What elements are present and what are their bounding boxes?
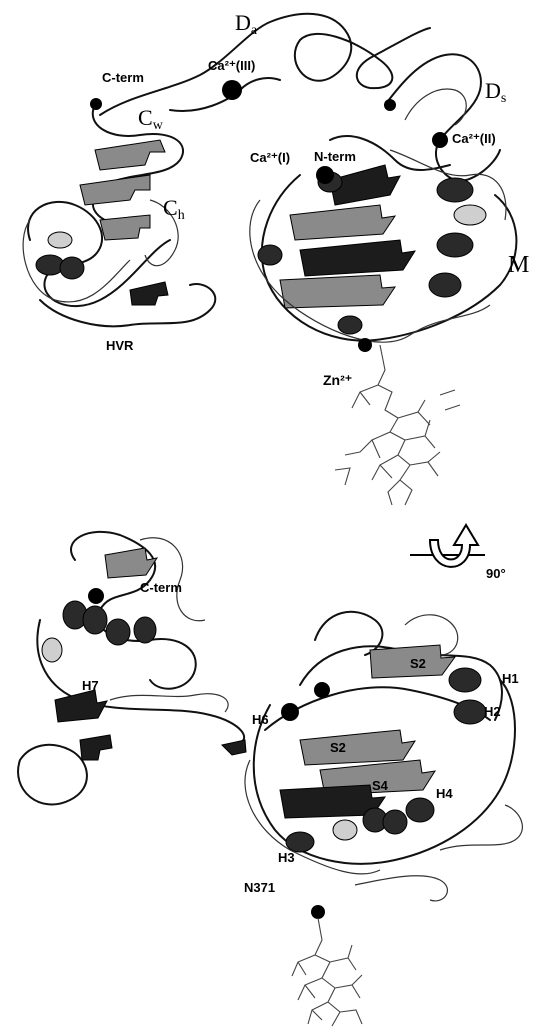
m-helix-6 <box>258 245 282 265</box>
ca2-ion <box>432 132 448 148</box>
m-helix-3 <box>454 205 486 225</box>
bc-sheet-low <box>80 735 112 760</box>
bc-ribbon-3 <box>18 745 87 805</box>
ch-sheet-2 <box>100 215 150 240</box>
bm-helix-h1 <box>449 668 481 692</box>
bottom-panel: C-term H7 H6 H1 H2 H4 S2 S2 S4 H3 N371 <box>18 532 522 1026</box>
label-ca1: Ca²⁺(I) <box>250 150 290 165</box>
label-s4: S4 <box>372 778 389 793</box>
m-helix-7 <box>338 316 362 334</box>
bc-helix-4 <box>134 617 156 643</box>
bm-helix-h4 <box>406 798 434 822</box>
c-terminal-domain <box>23 105 215 326</box>
label-ch: Ch <box>163 195 185 223</box>
label-m: M <box>508 252 529 278</box>
da-loop <box>100 14 430 115</box>
cw-sheet <box>95 140 165 170</box>
ch-sheet <box>130 282 168 305</box>
bc-helix-3 <box>106 619 130 645</box>
label-c-term-bottom: C-term <box>140 580 182 595</box>
label-cw: Cw <box>138 105 164 133</box>
label-h1: H1 <box>502 671 519 686</box>
bottom-ion-1 <box>281 703 299 721</box>
m-helix-5 <box>429 273 461 297</box>
label-h7: H7 <box>82 678 99 693</box>
bm-thin-3 <box>355 876 447 901</box>
m-helix-2 <box>437 178 473 202</box>
bc-helix-2 <box>83 606 107 634</box>
bottom-c-terminal-domain <box>18 532 244 805</box>
ds-ball <box>384 99 396 111</box>
bm-helix-mid-3 <box>333 820 357 840</box>
zn-ion <box>358 338 372 352</box>
bottom-ion-3 <box>88 588 104 604</box>
label-s2: S2 <box>330 740 346 755</box>
bc-sheet-h7 <box>55 690 107 722</box>
ca1-ion <box>316 166 334 184</box>
bm-sheet-s2 <box>300 730 415 765</box>
label-n-term-top: N-term <box>314 149 356 164</box>
bottom-ion-2 <box>314 682 330 698</box>
bm-small-sheet <box>222 740 246 755</box>
m-sheet-4 <box>280 275 395 308</box>
rotation-arc <box>430 525 478 567</box>
ch-helix-3 <box>48 232 72 248</box>
bc-helix-5 <box>42 638 62 662</box>
ds-loop <box>385 54 500 181</box>
label-ca2: Ca²⁺(II) <box>452 131 496 146</box>
label-h3: H3 <box>278 850 295 865</box>
bottom-ion-4 <box>311 905 325 919</box>
ca3-ion <box>222 80 242 100</box>
label-zn: Zn²⁺ <box>323 372 352 388</box>
label-s3: S2 <box>410 656 426 671</box>
top-panel: Da Ds Ca²⁺(III) Ca²⁺(II) Ca²⁺(I) C-term … <box>23 10 529 505</box>
label-c-term-top: C-term <box>102 70 144 85</box>
label-da: Da <box>235 10 258 38</box>
c-term-ball <box>90 98 102 110</box>
label-ca3: Ca²⁺(III) <box>208 58 255 73</box>
bm-helix-h3 <box>286 832 314 852</box>
ch-helix-1 <box>36 255 64 275</box>
bm-thin-2 <box>440 805 522 850</box>
label-h4: H4 <box>436 786 453 801</box>
rotation-label: 90° <box>486 566 506 581</box>
m-helix-4 <box>437 233 473 257</box>
ds-loop-2 <box>405 89 466 125</box>
label-hvr: HVR <box>106 338 134 353</box>
bm-helix-h2 <box>454 700 486 724</box>
cw-sheet-2 <box>80 175 150 205</box>
top-glycan <box>335 345 460 505</box>
label-ds: Ds <box>485 78 506 106</box>
bottom-glycan <box>292 918 362 1026</box>
label-n371: N371 <box>244 880 275 895</box>
bm-helix-mid-2 <box>383 810 407 834</box>
ch-helix-2 <box>60 257 84 279</box>
catalytic-domain <box>250 136 517 342</box>
m-sheet-2 <box>290 205 395 240</box>
m-sheet-3 <box>300 240 415 276</box>
label-h2: H2 <box>484 704 501 719</box>
bottom-catalytic-domain <box>222 612 522 901</box>
label-h6: H6 <box>252 712 269 727</box>
rotation-symbol: 90° <box>410 525 506 581</box>
